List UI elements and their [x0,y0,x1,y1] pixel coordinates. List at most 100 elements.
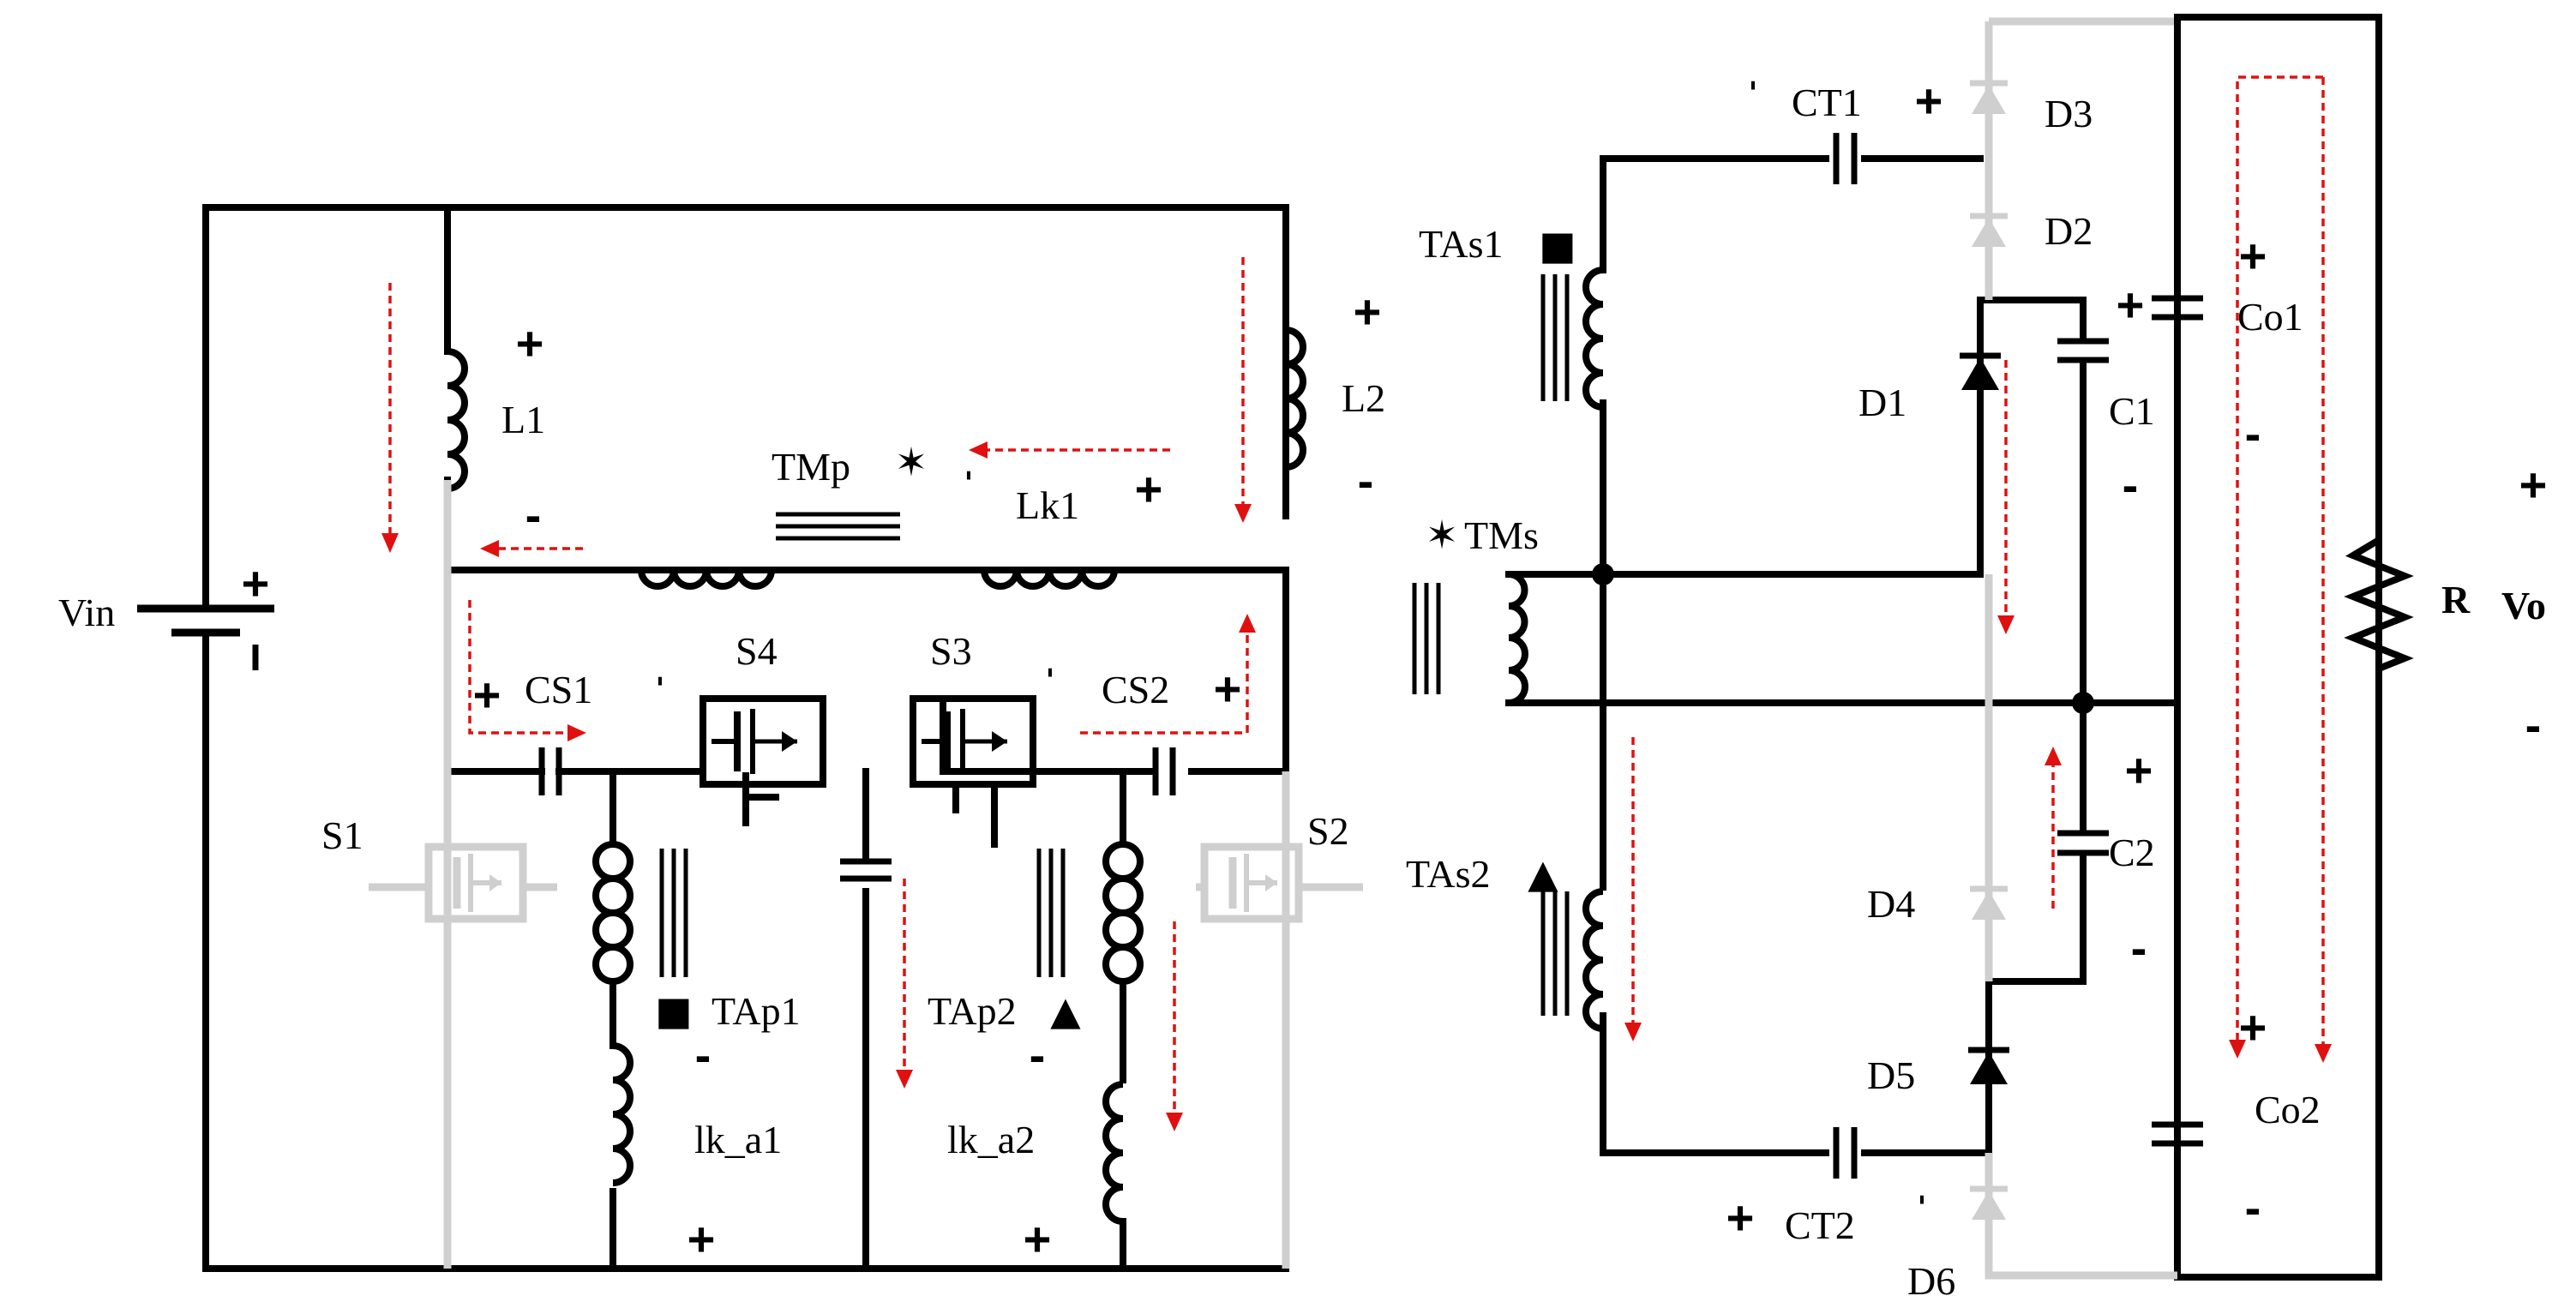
vin-plus: + [242,556,270,610]
vo-plus: + [2519,458,2548,512]
co2-minus: - [2245,1180,2261,1234]
label-cs1: CS1 [525,668,592,711]
polarity-signs: + - + - ˈ + + ˈ ˈ + - - + + ˈ + + ˈ + - … [473,72,2548,1266]
diode-d1 [1960,356,2001,390]
star-marker-tms: ✶ [1426,512,1459,558]
c1-minus: - [2123,458,2139,512]
tap1-minus: - [695,1028,712,1082]
label-s4: S4 [736,629,778,673]
label-r: R [2441,578,2471,621]
co1-minus: - [2245,406,2261,460]
transformer-tas2 [1540,891,1603,1029]
capacitor-cs2 [1152,747,1176,795]
label-c2: C2 [2109,831,2155,874]
label-l1: L1 [501,398,545,441]
lk1-minus: ˈ [961,462,977,516]
ct2-minus: ˈ [1914,1186,1930,1240]
capacitor-co2 [2152,1121,2203,1147]
label-c1: C1 [2109,389,2155,433]
secondary-wiring [1505,14,2382,1281]
transformer-tmp [444,512,988,586]
vo-minus: - [2525,698,2542,752]
capacitor-c2 [2057,830,2109,856]
vin-battery: + [137,556,274,670]
square-marker-tap1: ■ [655,987,692,1034]
label-d2: D2 [2045,209,2093,253]
label-tmp: TMp [772,445,850,489]
transformer-tap2 [1036,841,1144,985]
mosfet-s3 [913,699,1033,848]
primary-wiring [202,204,1289,1272]
mosfet-s1 [369,480,557,1269]
label-d1: D1 [1858,381,1906,424]
l1-plus: + [516,316,544,370]
junctions [1592,563,2094,714]
inductor-lk-a1 [613,1046,630,1183]
label-tas1: TAs1 [1419,222,1504,266]
capacitor-ct1 [1833,133,1858,184]
label-tms: TMs [1464,513,1539,557]
capacitor-mid [840,858,892,882]
label-d6: D6 [1907,1259,1955,1303]
l2-plus: + [1354,285,1382,339]
square-marker-tas1: ■ [1539,222,1576,268]
ct2-plus: + [1726,1191,1755,1245]
label-d5: D5 [1867,1053,1915,1097]
c2-minus: - [2131,921,2147,975]
c1-plus: + [2117,278,2145,332]
transformer-tas1 [1540,270,1603,407]
label-tap1: TAp1 [712,989,801,1033]
capacitor-cs1 [528,747,582,795]
label-d4: D4 [1867,882,1915,926]
triangle-marker-tas2: ▲ [1528,850,1558,897]
label-s3: S3 [930,629,972,673]
current-arrows [381,75,2332,1131]
lk1-plus: + [1135,462,1163,516]
label-lk1: Lk1 [1016,483,1079,527]
co1-plus: + [2239,229,2267,283]
label-l2: L2 [1342,376,1385,420]
cs2-plus: + [1214,662,1242,716]
capacitor-ct2 [1833,1127,1858,1179]
label-s1: S1 [321,813,363,857]
inductor-lk-a2 [1106,1084,1123,1221]
diode-d5 [1968,1050,2009,1084]
ct1-minus: ˈ [1745,72,1762,126]
inductor-l1 [447,351,465,489]
capacitor-co1 [2152,14,2203,321]
mosfet-s4 [703,699,823,801]
label-co2: Co2 [2255,1088,2321,1131]
l1-minus: - [525,488,542,542]
label-s2: S2 [1307,809,1349,853]
label-ct2: CT2 [1785,1203,1855,1247]
label-tap2: TAp2 [928,989,1017,1033]
label-vin: Vin [58,591,115,634]
c2-plus: + [2125,743,2153,797]
cs1-plus: + [473,668,501,722]
cs2-minus: ˈ [1042,659,1059,713]
star-marker-tmp: ✶ [895,439,928,485]
label-d3: D3 [2045,92,2093,135]
label-ct1: CT1 [1792,81,1862,124]
label-tas2: TAs2 [1406,852,1491,896]
inductor-lk1 [984,567,1289,586]
label-co1: Co1 [2237,295,2303,339]
cs1-minus: ˈ [652,668,669,722]
resistor-r [2344,511,2414,681]
l2-minus: - [1358,453,1374,507]
tap2-minus: - [1030,1028,1046,1082]
capacitor-c1 [2057,338,2109,363]
transformer-tms [1412,571,1606,706]
label-cs2: CS2 [1102,668,1169,711]
component-labels: Vin L1 L2 TMp ✶ Lk1 CS1 CS2 S4 S3 S1 S2 … [58,81,2546,1303]
transformer-tap1 [592,841,688,985]
label-lk-a1: lk_a1 [694,1118,782,1161]
label-vo: Vo [2501,584,2546,627]
lka2-plus: + [1024,1212,1052,1266]
lka1-plus: + [688,1212,716,1266]
ct1-plus: + [1915,74,1943,128]
label-lk-a2: lk_a2 [947,1118,1035,1161]
inactive-diode-rail [1970,17,2177,1280]
triangle-marker-tap2: ▲ [1050,987,1081,1034]
